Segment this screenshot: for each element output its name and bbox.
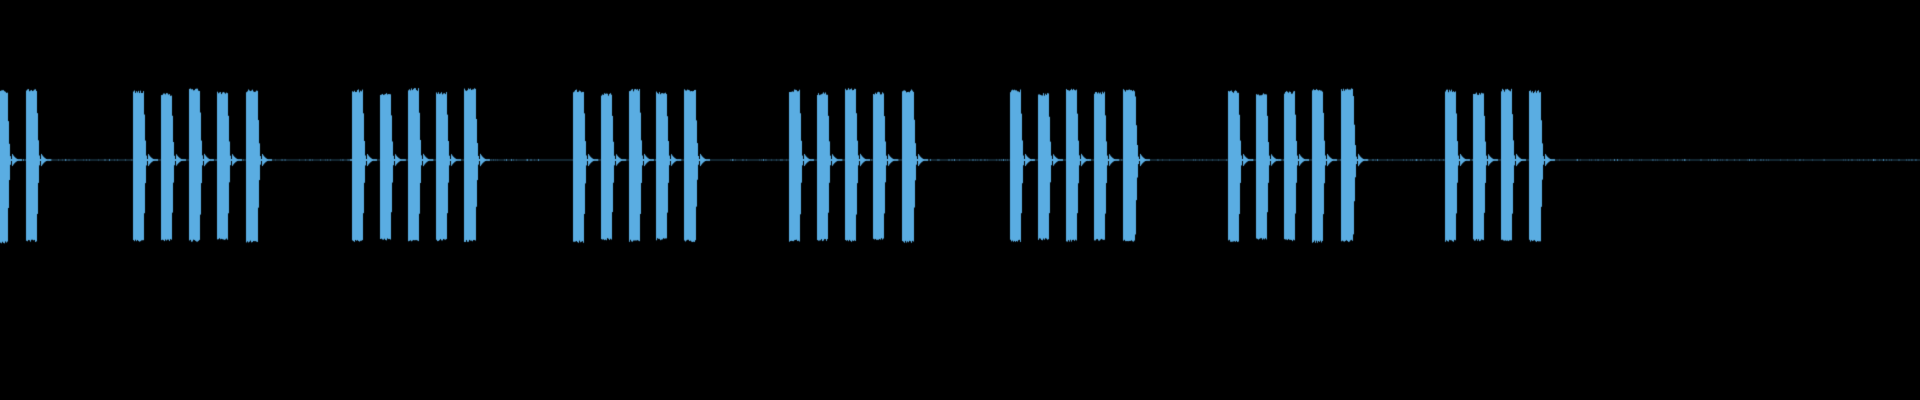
waveform-plot[interactable] xyxy=(0,0,1920,400)
waveform-viewer[interactable] xyxy=(0,0,1920,400)
